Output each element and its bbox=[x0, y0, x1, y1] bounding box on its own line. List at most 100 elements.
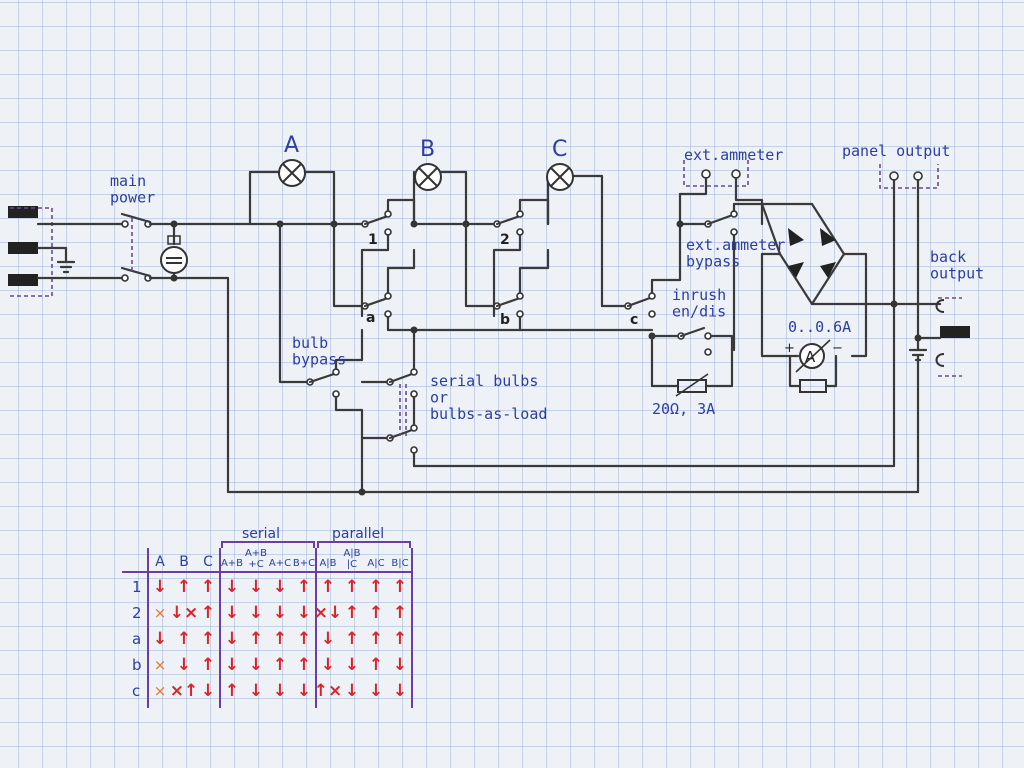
table-cell: ↑ bbox=[201, 603, 215, 623]
table-cell: ↓ bbox=[297, 681, 311, 701]
serial-group-label: serial bbox=[242, 526, 280, 542]
table-cell: ↑ bbox=[297, 655, 311, 675]
table-cell: ↑ bbox=[369, 577, 383, 597]
column-header: A bbox=[155, 554, 165, 570]
column-header: B bbox=[179, 554, 189, 570]
table-cell: ↑ bbox=[345, 577, 359, 597]
column-header: A|C bbox=[367, 558, 384, 569]
table-cell: ↓ bbox=[273, 681, 287, 701]
bulb-b-label: B bbox=[420, 137, 435, 162]
column-header: A|B bbox=[319, 558, 336, 569]
ext-ammeter-section bbox=[676, 160, 764, 352]
ext-ammeter-label: ext.ammeter bbox=[684, 146, 783, 164]
table-cell: ↑ bbox=[393, 629, 407, 649]
table-cell: ↑ bbox=[345, 629, 359, 649]
svg-text:+: + bbox=[784, 341, 795, 356]
table-cell: ↓ bbox=[249, 603, 263, 623]
switch-c-label: c bbox=[630, 312, 638, 328]
table-cell: ↓× bbox=[170, 603, 199, 623]
bulb-c-branch bbox=[546, 163, 604, 308]
neon-indicator-icon bbox=[160, 220, 188, 282]
bulb-b-branch bbox=[410, 163, 496, 228]
table-cell: ↑ bbox=[201, 629, 215, 649]
inrush-switch-icon bbox=[648, 326, 734, 397]
switch-a-label: a bbox=[366, 310, 375, 326]
mains-plug-icon bbox=[8, 206, 124, 297]
table-cell: ↑ bbox=[297, 577, 311, 597]
table-cell: ↑ bbox=[249, 629, 263, 649]
outputs-section bbox=[412, 164, 970, 494]
main-power-switch-icon bbox=[120, 212, 920, 494]
table-cell: ↑ bbox=[297, 629, 311, 649]
table-cell: ↑ bbox=[177, 577, 191, 597]
serial-bracket bbox=[221, 541, 315, 548]
table-cell: ↑ bbox=[201, 577, 215, 597]
table-cell: ↓ bbox=[321, 655, 335, 675]
column-header: A+B bbox=[221, 558, 243, 569]
table-cell: ↑ bbox=[177, 629, 191, 649]
table-cell: ↓ bbox=[225, 655, 239, 675]
parallel-bracket bbox=[317, 541, 411, 548]
table-cell: ↓ bbox=[345, 655, 359, 675]
table-cell: ↑ bbox=[273, 629, 287, 649]
table-cell: ↓ bbox=[369, 681, 383, 701]
panel-output-label: panel output bbox=[842, 142, 950, 160]
table-cell: ↓ bbox=[225, 603, 239, 623]
table-cell: ↑× bbox=[314, 681, 343, 701]
table-cell: ↑ bbox=[393, 603, 407, 623]
table-cell: ↓ bbox=[393, 655, 407, 675]
table-cell: ↑ bbox=[201, 655, 215, 675]
serial-bulbs-switch-icon bbox=[360, 326, 418, 468]
table-cell: ↓ bbox=[153, 577, 167, 597]
switch-2-label: 2 bbox=[500, 232, 510, 248]
table-cell: ↓ bbox=[345, 681, 359, 701]
switch-1-label: 1 bbox=[368, 232, 378, 248]
column-header: C bbox=[203, 554, 213, 570]
switch-a-icon: a bbox=[278, 222, 654, 384]
table-cell: ↑ bbox=[345, 603, 359, 623]
column-header: A+C bbox=[269, 558, 291, 569]
ammeter-range-label: 0..0.6A bbox=[788, 318, 851, 336]
row-label: c bbox=[132, 682, 140, 700]
svg-text:−: − bbox=[832, 341, 843, 356]
table-cell: ↓ bbox=[321, 629, 335, 649]
table-cell: ↓ bbox=[249, 577, 263, 597]
table-cell: ↑ bbox=[369, 655, 383, 675]
switch-c-icon: c bbox=[600, 192, 682, 328]
table-cell: ↑ bbox=[369, 629, 383, 649]
table-cell: ↓ bbox=[393, 681, 407, 701]
table-cell: ↓ bbox=[153, 629, 167, 649]
table-cell: ↑ bbox=[225, 681, 239, 701]
table-cell: ↓ bbox=[177, 655, 191, 675]
table-cell: ↓ bbox=[249, 655, 263, 675]
switch-b-icon: b bbox=[464, 222, 550, 332]
table-cell: ↑ bbox=[273, 655, 287, 675]
table-cell: × bbox=[154, 682, 167, 700]
table-cell: × bbox=[154, 604, 167, 622]
table-cell: ↓ bbox=[273, 603, 287, 623]
table-cell: ↓ bbox=[225, 629, 239, 649]
row-label: 2 bbox=[132, 604, 142, 622]
ammeter-label: A bbox=[805, 348, 816, 366]
row-label: b bbox=[132, 656, 142, 674]
column-header: A|B|C bbox=[343, 548, 360, 570]
column-header: B+C bbox=[293, 558, 315, 569]
column-header: B|C bbox=[391, 558, 408, 569]
bridge-rectifier-icon bbox=[760, 202, 892, 358]
table-cell: ↑ bbox=[393, 577, 407, 597]
table-cell: ×↓ bbox=[314, 603, 343, 623]
bulb-a-branch bbox=[248, 159, 364, 228]
ammeter-icon: A + − bbox=[784, 339, 843, 393]
resistor-label: 20Ω, 3A bbox=[652, 400, 715, 418]
parallel-group-label: parallel bbox=[332, 526, 384, 542]
table-cell: ↓ bbox=[201, 681, 215, 701]
row-label: 1 bbox=[132, 578, 142, 596]
bulb-bypass-switch-icon bbox=[306, 328, 366, 496]
bulb-c-label: C bbox=[552, 137, 567, 162]
